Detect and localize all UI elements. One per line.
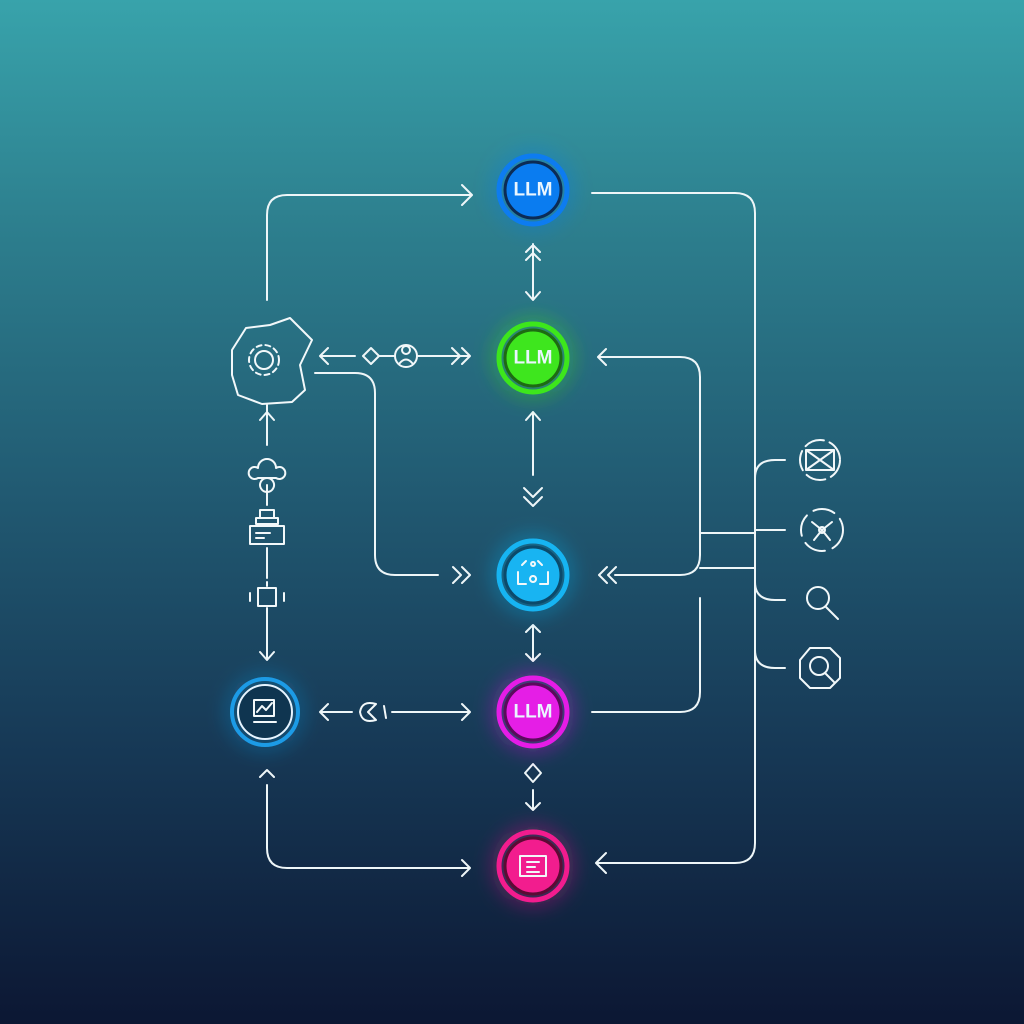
gear-node[interactable] (231, 317, 313, 405)
llm-label: LLM (513, 180, 552, 201)
tool-network-icon[interactable] (800, 508, 844, 552)
llm-node-magenta[interactable]: LLM (496, 675, 570, 749)
connector-left-column (259, 404, 275, 661)
connector-gear-green (319, 347, 471, 365)
tool-routing-icon (517, 560, 549, 585)
llm-label: LLM (513, 702, 552, 723)
connector-tool-branches (754, 459, 786, 669)
document-code-icon (519, 855, 547, 877)
cloud-network-icon (247, 458, 287, 493)
user-icon-figure (398, 345, 414, 365)
llm-node-green[interactable]: LLM (496, 321, 570, 395)
connector-magenta-right (591, 597, 701, 713)
llm-node-top[interactable]: LLM (496, 153, 570, 227)
connector-right-loop (591, 192, 756, 874)
connector-bus-links (699, 532, 756, 569)
connector-chart-to-pink (259, 769, 471, 877)
connector-top-green (525, 243, 541, 301)
connector-magenta-pink (524, 763, 542, 811)
server-icon (249, 509, 285, 545)
llm-label: LLM (513, 348, 552, 369)
connector-chart-magenta (319, 703, 471, 721)
connector-gear-to-top-llm (266, 184, 473, 301)
tool-node-cyan[interactable] (496, 538, 570, 612)
tool-transform-icon[interactable] (799, 439, 841, 481)
chip-icon (249, 581, 285, 613)
output-node-pink[interactable] (496, 829, 570, 903)
search-refresh-icon[interactable] (799, 647, 841, 689)
gear-icon (254, 350, 274, 370)
tool-icons (799, 439, 844, 689)
connectors (259, 184, 786, 877)
loop-icon (359, 702, 387, 722)
connector-green-cyan (523, 411, 543, 507)
connector-green-loop (597, 348, 701, 584)
connector-gear-to-cyan (314, 372, 471, 584)
gear-icon-teeth (248, 344, 280, 376)
connector-cyan-magenta (525, 624, 541, 662)
chart-node[interactable] (230, 677, 300, 747)
search-icon[interactable] (806, 586, 839, 620)
analytics-icon (253, 699, 277, 723)
